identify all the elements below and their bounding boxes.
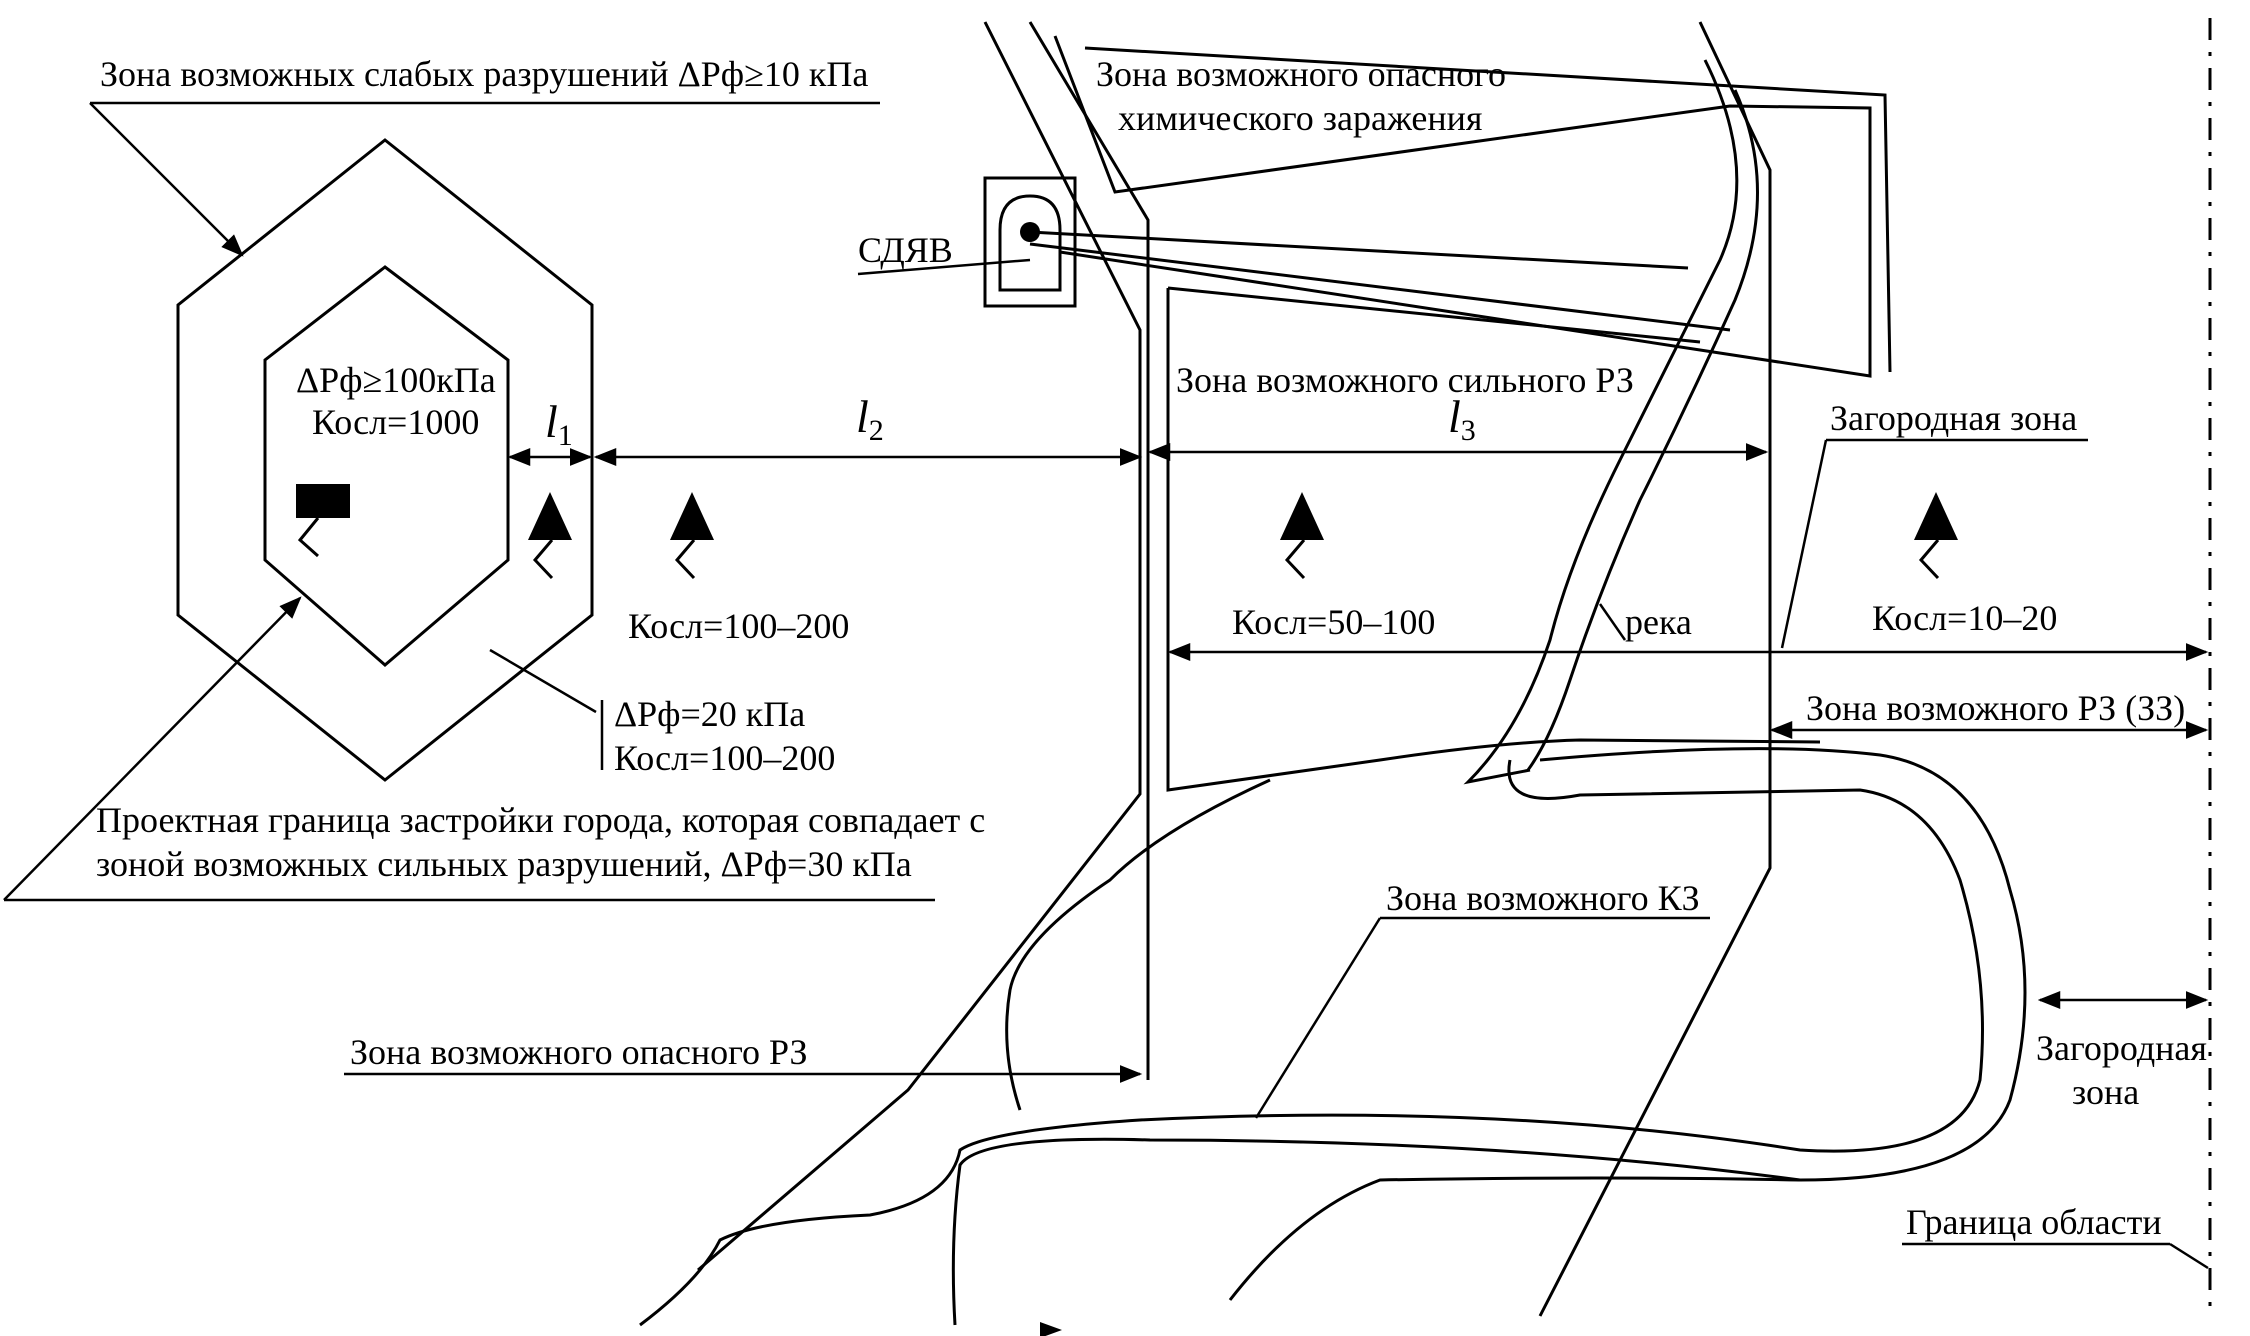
dp20-attenuation-label: Косл=100–200 [614, 738, 835, 778]
attenuation-50-100-label: Косл=50–100 [1232, 602, 1435, 642]
road-line-outer [697, 21, 1142, 1272]
river-leader [1598, 603, 1627, 641]
weak-destruction-zone-hexagon [176, 138, 594, 782]
road-branch-bottom [951, 1137, 1801, 1326]
river-bank-left [1463, 59, 1739, 785]
river-label: река [1625, 602, 1692, 642]
kz-loop-inner [639, 759, 1984, 1327]
dp20-label: ΔPф=20 кПа [614, 694, 805, 734]
inner-pressure-label: ΔPф≥100кПа [296, 360, 496, 400]
sdyav-label: СДЯВ [858, 230, 953, 270]
kz-loop-outer [1228, 747, 2027, 1301]
l1-label: l1 [545, 396, 573, 452]
region-border-label: Граница области [1906, 1202, 2162, 1242]
attenuation-10-20-label: Косл=10–20 [1872, 598, 2057, 638]
chem-zone-label-2: химического заражения [1118, 98, 1482, 138]
strong-rz-label: Зона возможного сильного РЗ [1176, 360, 1634, 400]
l2-label: l2 [856, 391, 884, 447]
project-boundary-hexagon [263, 265, 510, 667]
strong-rz-outline [1166, 286, 1821, 792]
sdyav-leader [857, 258, 1031, 276]
l3-label: l3 [1448, 391, 1476, 447]
chem-zone-label-1: Зона возможного опасного [1096, 54, 1506, 94]
kz-zone-leader [1254, 917, 1382, 1119]
rz-zz-label: Зона возможного РЗ (ЗЗ) [1806, 688, 2185, 728]
bottom-arrow-mark [1040, 1322, 1062, 1336]
suburban-label-2: зона [2072, 1072, 2139, 1112]
shelter-icon-4 [1914, 492, 1958, 580]
factory-stem [297, 517, 320, 558]
suburban-zone-leader [1780, 439, 1828, 649]
project-boundary-label-2: зоной возможных сильных разрушений, ΔPф=… [96, 844, 912, 884]
chemical-zone-outline [1053, 35, 1872, 378]
sdyav-box [983, 176, 1077, 308]
suburban-label-1: Загородная [2036, 1028, 2207, 1068]
inner-attenuation-label: Косл=1000 [312, 402, 479, 442]
zone-boundary-right [1538, 21, 1772, 1317]
sdyav-inner-shape [998, 194, 1062, 292]
project-boundary-label-1: Проектная граница застройки города, кото… [96, 800, 985, 840]
project-boundary-leader [3, 596, 302, 901]
shelter-icon-1 [528, 492, 572, 580]
danger-rz-label: Зона возможного опасного РЗ [350, 1032, 808, 1072]
shelter-icon-2 [670, 492, 714, 580]
river-bank-right [1526, 89, 1759, 771]
road-line-inner [1028, 21, 1150, 1080]
chem-plume-upper [1029, 230, 1689, 270]
shelter-icon-3 [1280, 492, 1324, 580]
attenuation-100-200-label: Косл=100–200 [628, 606, 849, 646]
chemical-zone-inner-edge [1084, 46, 1892, 373]
factory-icon [296, 484, 350, 518]
kz-zone-label: Зона возможного КЗ [1386, 878, 1700, 918]
weak-zone-leader [89, 102, 244, 257]
road-branch-left [1005, 778, 1271, 1111]
region-border-leader [2169, 1242, 2209, 1270]
weak-zone-label: Зона возможных слабых разрушений ΔPф≥10 … [100, 54, 868, 94]
suburban-zone-label: Загородная зона [1830, 398, 2077, 438]
dp20-leader [489, 648, 597, 714]
chem-plume-lower [1029, 242, 1731, 332]
